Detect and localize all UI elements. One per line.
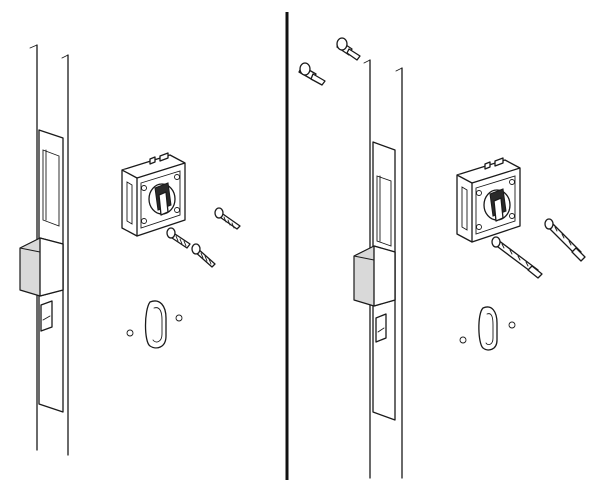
keyhole-cutout	[126, 300, 183, 349]
wall-plug-1	[298, 62, 326, 86]
long-bolt-2	[544, 218, 586, 262]
short-screw-1	[166, 227, 191, 249]
latch-window	[40, 300, 53, 332]
short-screw-2	[191, 243, 216, 268]
left-panel	[19, 44, 241, 456]
right-panel	[298, 37, 586, 479]
deadbolt-latch	[19, 237, 64, 297]
wall-plug-2	[336, 37, 361, 61]
thumb-turn	[148, 182, 176, 216]
latch-window-right	[375, 313, 387, 343]
long-bolt-1	[491, 236, 543, 279]
thumb-turn-right	[483, 188, 511, 222]
deadbolt-latch-right	[353, 245, 396, 307]
short-screw-3	[214, 207, 241, 230]
keyhole-cutout-right	[459, 306, 516, 351]
